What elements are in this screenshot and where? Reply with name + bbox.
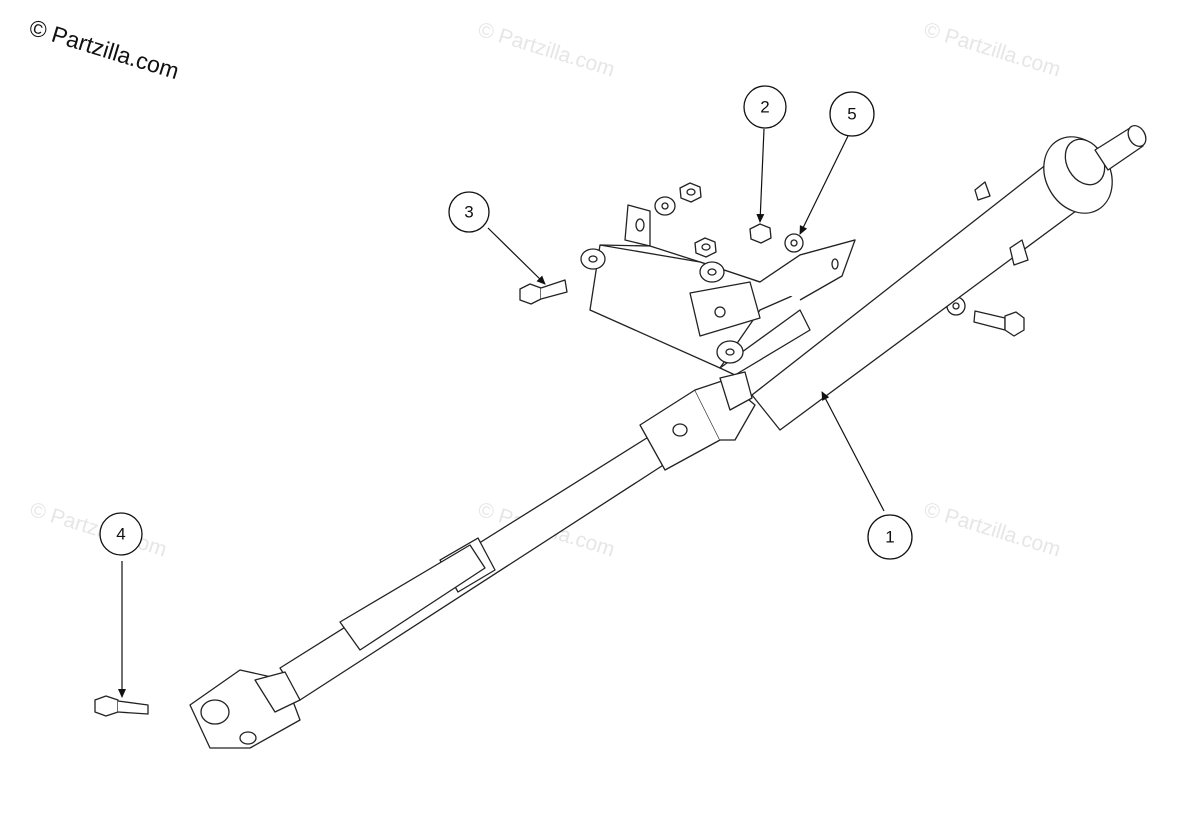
leader-line-1 — [821, 391, 885, 512]
callout-number-2: 2 — [760, 98, 769, 117]
bolt — [519, 279, 568, 305]
lower-universal-joint — [189, 669, 301, 749]
upper-universal-joint — [639, 371, 756, 471]
callout-circle-3 — [448, 191, 490, 233]
callout-number-4: 4 — [116, 525, 125, 544]
callout-number-5: 5 — [847, 105, 856, 124]
callout-circle-1 — [867, 514, 913, 560]
callout-circle-5 — [829, 91, 875, 137]
top-flange — [1043, 125, 1147, 214]
leader-line-5 — [799, 135, 849, 235]
intermediate-shaft — [279, 435, 669, 701]
leader-line-2 — [756, 128, 765, 223]
callout-number-1: 1 — [885, 528, 894, 547]
leader-line-3 — [487, 227, 546, 285]
nut — [749, 223, 772, 244]
callout-circle-4 — [99, 512, 143, 556]
callout-number-3: 3 — [464, 203, 473, 222]
bolt — [94, 695, 149, 717]
mounting-bracket — [589, 204, 856, 376]
callout-circle-2 — [743, 85, 787, 129]
bolt — [973, 310, 1025, 337]
